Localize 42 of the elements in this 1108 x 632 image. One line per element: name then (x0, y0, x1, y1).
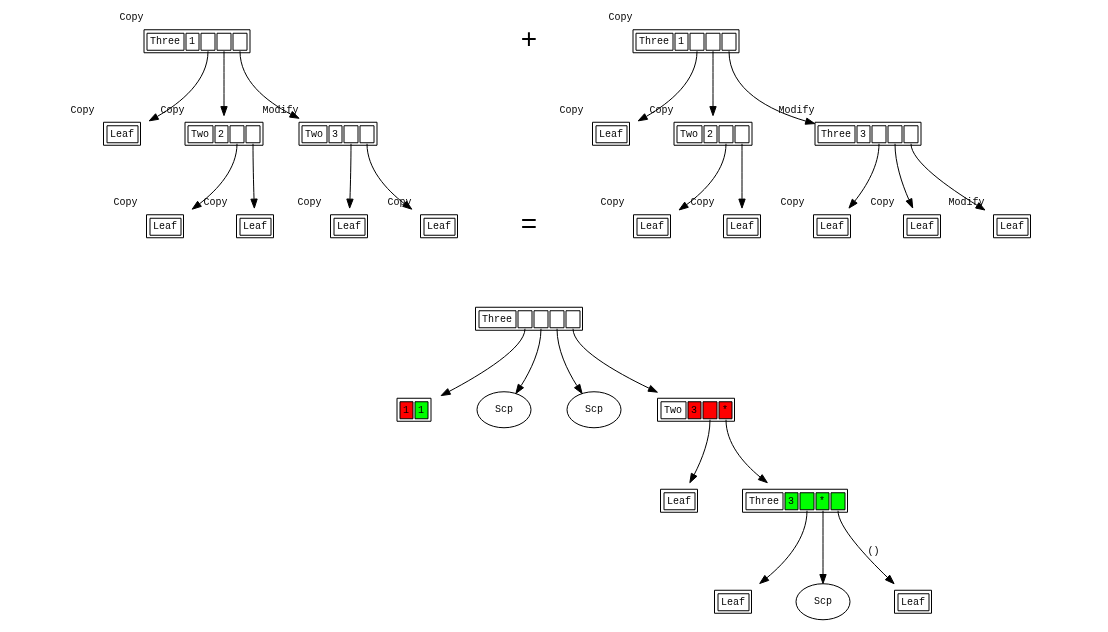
arrow (837, 510, 895, 585)
node-label: Copy (599, 197, 625, 209)
arrow (910, 143, 985, 211)
arrow (818, 510, 827, 584)
node-label: Modify (777, 104, 815, 116)
node-label: Copy (296, 197, 322, 209)
arrow (219, 50, 228, 117)
node-ellipse: Scp (476, 391, 531, 429)
arrow (514, 328, 541, 394)
label: + (520, 23, 537, 55)
node-label: Copy (202, 197, 228, 209)
arrow (440, 328, 525, 397)
arrow (637, 50, 697, 122)
node-ellipse: Scp (795, 583, 850, 621)
arrow (894, 143, 913, 209)
arrow (708, 50, 717, 117)
arrow (728, 50, 815, 125)
arrow (148, 50, 208, 122)
arrow (191, 143, 237, 210)
arrow (345, 143, 354, 209)
node-label: Copy (779, 197, 805, 209)
node-ellipse: Scp (566, 391, 621, 429)
arrow (678, 143, 726, 211)
arrow (737, 143, 746, 209)
node-label: Copy (869, 197, 895, 209)
arrow (688, 419, 710, 484)
arrow (239, 50, 299, 119)
node-label: Copy (607, 12, 633, 24)
arrow (725, 419, 768, 484)
edge-label: () (866, 545, 880, 557)
node-label: Copy (112, 197, 138, 209)
arrow (249, 143, 258, 209)
arrow (847, 143, 879, 209)
node-label: Copy (558, 104, 584, 116)
node-label: Copy (69, 104, 95, 116)
arrow (572, 328, 658, 393)
node-label: Copy (118, 12, 144, 24)
arrow (556, 328, 583, 394)
arrow (758, 510, 807, 584)
arrow (366, 143, 412, 210)
node-label: Copy (689, 197, 715, 209)
label: = (520, 208, 537, 240)
